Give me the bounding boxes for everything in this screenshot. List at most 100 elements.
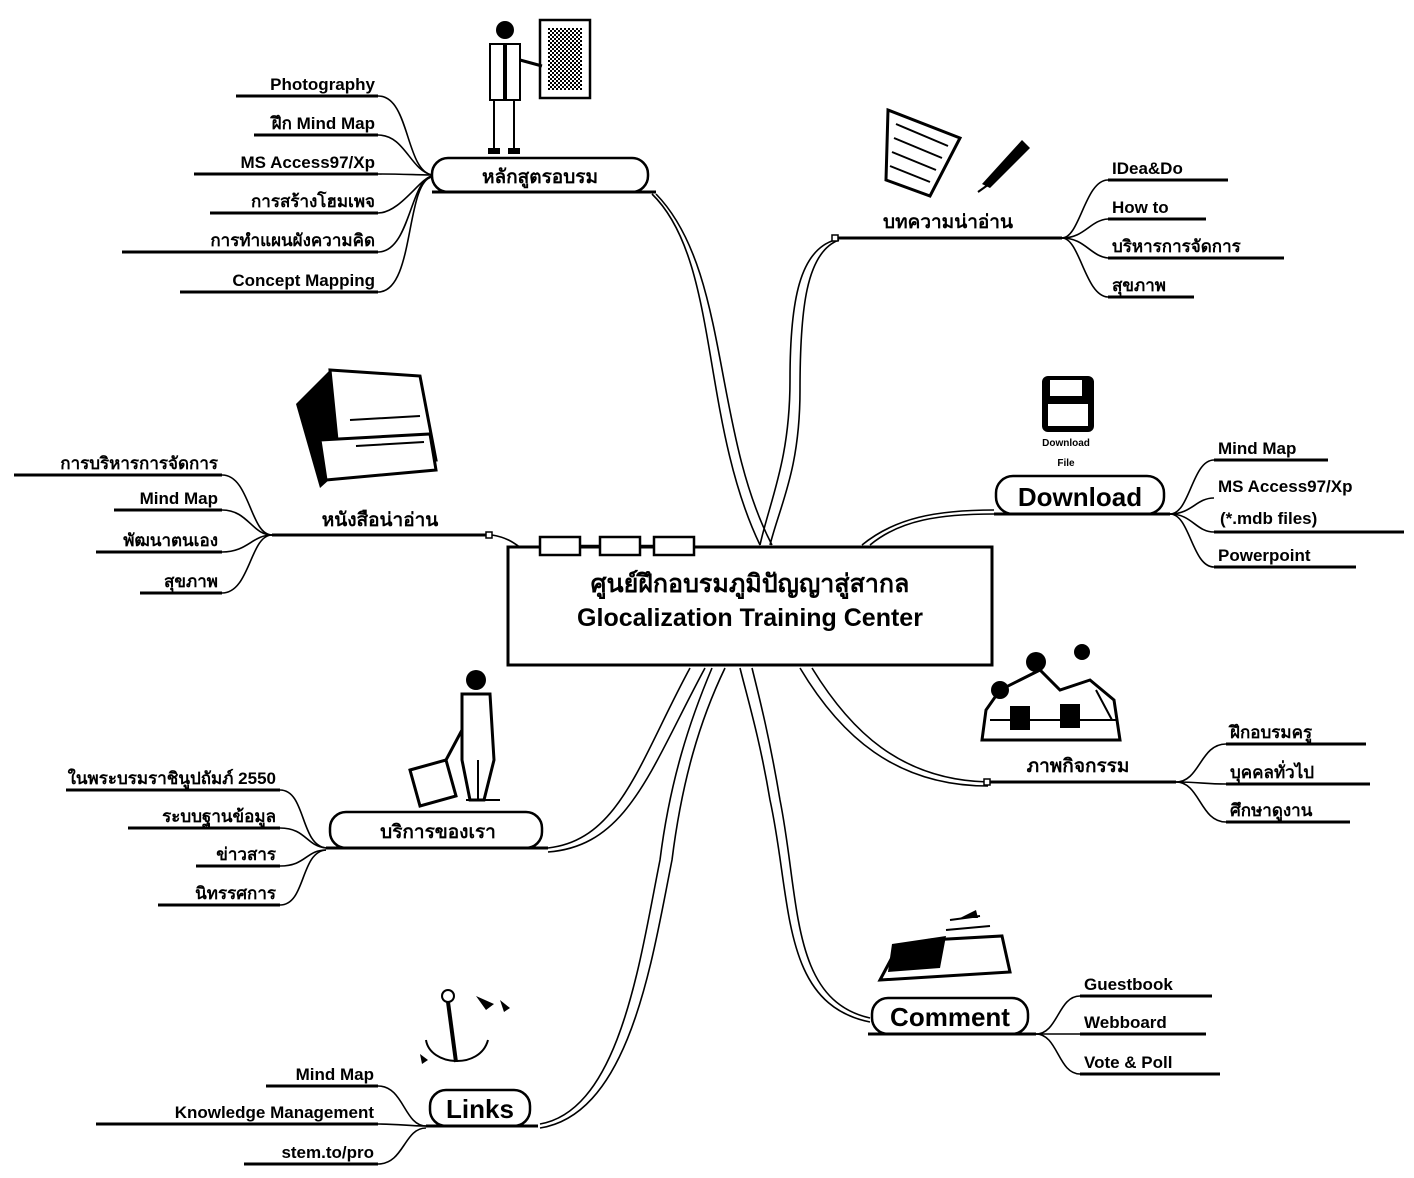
- branch-courses[interactable]: หลักสูตรอบรม Photogr: [122, 18, 656, 294]
- leaf-vote-poll[interactable]: Vote & Poll: [1084, 1053, 1172, 1072]
- leaf-health-article[interactable]: สุขภาพ: [1112, 276, 1166, 296]
- comment-leaf-links: [1035, 995, 1081, 1075]
- leaf-mindmap-training[interactable]: ฝึก Mind Map: [270, 114, 375, 133]
- leaf-photography[interactable]: Photography: [270, 75, 375, 94]
- leaf-management[interactable]: บริหารการจัดการ: [1112, 237, 1242, 256]
- list-item[interactable]: MS Access97/Xp (*.mdb files): [1214, 477, 1404, 534]
- list-item[interactable]: ในพระบรมราชินูปถัมภ์ 2550: [66, 768, 280, 792]
- list-item[interactable]: Photography: [236, 75, 378, 98]
- download-leaf-links: [1169, 459, 1215, 568]
- central-topic[interactable]: ศูนย์ฝึกอบรมภูมิปัญญาสู่สากล Glocalizati…: [506, 535, 994, 667]
- leaf-news[interactable]: ข่าวสาร: [216, 845, 277, 864]
- list-item[interactable]: พัฒนาตนเอง: [96, 531, 222, 554]
- list-item[interactable]: การสร้างโฮมเพจ: [210, 191, 378, 215]
- list-item[interactable]: Mind Map: [1214, 439, 1328, 462]
- leaf-homepage[interactable]: การสร้างโฮมเพจ: [251, 191, 375, 211]
- leaf-knowledge-management[interactable]: Knowledge Management: [175, 1103, 375, 1122]
- branch-gallery[interactable]: ภาพกิจกรรม ฝึกอบรมครู บุคคลทั่วไป ศึกษาด…: [980, 644, 1370, 824]
- gallery-leaf-links: [1175, 743, 1227, 823]
- links-leaf-links: [377, 1085, 427, 1165]
- hub-connectors: [491, 193, 995, 1129]
- list-item[interactable]: stem.to/pro: [244, 1143, 378, 1166]
- list-item[interactable]: Knowledge Management: [96, 1103, 378, 1126]
- leaf-idea-do[interactable]: IDea&Do: [1112, 159, 1183, 178]
- leaf-teacher-training[interactable]: ฝึกอบรมครู: [1228, 723, 1313, 744]
- branch-articles-label: บทความน่าอ่าน: [883, 212, 1013, 233]
- list-item[interactable]: Vote & Poll: [1080, 1053, 1220, 1076]
- leaf-self-development[interactable]: พัฒนาตนเอง: [123, 531, 218, 550]
- list-item[interactable]: Concept Mapping: [180, 271, 378, 294]
- list-item[interactable]: IDea&Do: [1108, 159, 1228, 182]
- leaf-database[interactable]: ระบบฐานข้อมูล: [162, 807, 276, 828]
- services-leaf-links: [279, 789, 327, 906]
- branch-comment[interactable]: Comment Guestbook Webboard Vote & Poll: [868, 910, 1220, 1076]
- branch-books[interactable]: หนังสือน่าอ่าน การบริหารการจัดการ Mind M…: [14, 368, 493, 595]
- typewriter-icon: [877, 910, 1012, 982]
- branch-services-label: บริการของเรา: [380, 822, 496, 843]
- branch-download-label: Download: [1018, 482, 1142, 512]
- download-caption-2: File: [1057, 458, 1075, 469]
- list-item[interactable]: ระบบฐานข้อมูล: [128, 807, 280, 830]
- leaf-study-visit[interactable]: ศึกษาดูงาน: [1230, 801, 1313, 822]
- list-item[interactable]: ฝึกอบรมครู: [1226, 723, 1366, 746]
- quill-paper-icon: [884, 107, 1030, 198]
- leaf-dl-mindmap[interactable]: Mind Map: [1218, 439, 1296, 458]
- branch-services[interactable]: บริการของเรา ในพระบรมราชินูปถัมภ์ 2550 ร…: [66, 670, 548, 907]
- central-topic-line1: ศูนย์ฝึกอบรมภูมิปัญญาสู่สากล: [591, 569, 910, 600]
- list-item[interactable]: สุขภาพ: [1108, 276, 1194, 299]
- list-item[interactable]: บริหารการจัดการ: [1108, 237, 1284, 260]
- leaf-webboard[interactable]: Webboard: [1084, 1013, 1167, 1032]
- branch-books-label: หนังสือน่าอ่าน: [322, 509, 439, 531]
- hub-tab-3: [652, 535, 696, 557]
- leaf-stem-to-pro[interactable]: stem.to/pro: [281, 1143, 374, 1162]
- leaf-how-to[interactable]: How to: [1112, 198, 1169, 217]
- hub-tab-1: [538, 535, 582, 557]
- leaf-royal-patronage[interactable]: ในพระบรมราชินูปถัมภ์ 2550: [68, 768, 276, 790]
- leaf-dl-powerpoint[interactable]: Powerpoint: [1218, 546, 1311, 565]
- list-item[interactable]: Webboard: [1080, 1013, 1206, 1036]
- leaf-book-management[interactable]: การบริหารการจัดการ: [60, 454, 219, 473]
- list-item[interactable]: How to: [1108, 198, 1206, 221]
- central-topic-line2: Glocalization Training Center: [577, 604, 923, 632]
- branch-gallery-label: ภาพกิจกรรม: [1027, 756, 1130, 777]
- list-item[interactable]: การทำแผนผังความคิด: [122, 231, 378, 254]
- courses-leaf-links: [377, 95, 433, 293]
- list-item[interactable]: Mind Map: [114, 489, 222, 512]
- branch-download[interactable]: Download Download File Mind Map MS Acces…: [994, 376, 1404, 569]
- leaf-link-mindmap[interactable]: Mind Map: [296, 1065, 374, 1084]
- download-caption-1: Download: [1042, 438, 1090, 449]
- list-item[interactable]: Mind Map: [266, 1065, 378, 1088]
- leaf-ms-access[interactable]: MS Access97/Xp: [241, 153, 376, 172]
- people-group-icon: [980, 644, 1122, 742]
- list-item[interactable]: ข่าวสาร: [196, 845, 280, 868]
- leaf-book-health[interactable]: สุขภาพ: [164, 572, 218, 592]
- list-item[interactable]: Powerpoint: [1214, 546, 1356, 569]
- branch-articles[interactable]: บทความน่าอ่าน IDea&Do How to บริหารการจั…: [831, 107, 1284, 299]
- leaf-general-public[interactable]: บุคคลทั่วไป: [1230, 760, 1314, 783]
- leaf-thinking-map[interactable]: การทำแผนผังความคิด: [210, 231, 375, 250]
- leaf-dl-access-files[interactable]: (*.mdb files): [1220, 509, 1317, 528]
- branch-comment-label: Comment: [890, 1002, 1010, 1032]
- books-icon: [296, 368, 438, 488]
- list-item[interactable]: บุคคลทั่วไป: [1226, 760, 1370, 786]
- leaf-dl-access[interactable]: MS Access97/Xp: [1218, 477, 1353, 496]
- list-item[interactable]: ฝึก Mind Map: [254, 114, 378, 137]
- articles-leaf-links: [1061, 179, 1109, 298]
- branch-links-label: Links: [446, 1094, 514, 1124]
- list-item[interactable]: Guestbook: [1080, 975, 1212, 998]
- leaf-book-mindmap[interactable]: Mind Map: [140, 489, 218, 508]
- leaf-concept-mapping[interactable]: Concept Mapping: [232, 271, 375, 290]
- download-disk-icon: Download File: [1042, 376, 1094, 469]
- list-item[interactable]: นิทรรศการ: [158, 884, 280, 907]
- traveler-icon: [408, 670, 500, 808]
- books-leaf-links: [221, 474, 273, 594]
- list-item[interactable]: สุขภาพ: [140, 572, 222, 595]
- leaf-exhibition[interactable]: นิทรรศการ: [195, 884, 277, 903]
- list-item[interactable]: MS Access97/Xp: [194, 153, 378, 176]
- list-item[interactable]: การบริหารการจัดการ: [14, 454, 222, 477]
- branch-courses-label: หลักสูตรอบรม: [482, 167, 598, 189]
- branch-links[interactable]: Links Mind Map Knowledge Management stem…: [96, 989, 538, 1166]
- leaf-guestbook[interactable]: Guestbook: [1084, 975, 1173, 994]
- list-item[interactable]: ศึกษาดูงาน: [1226, 801, 1350, 824]
